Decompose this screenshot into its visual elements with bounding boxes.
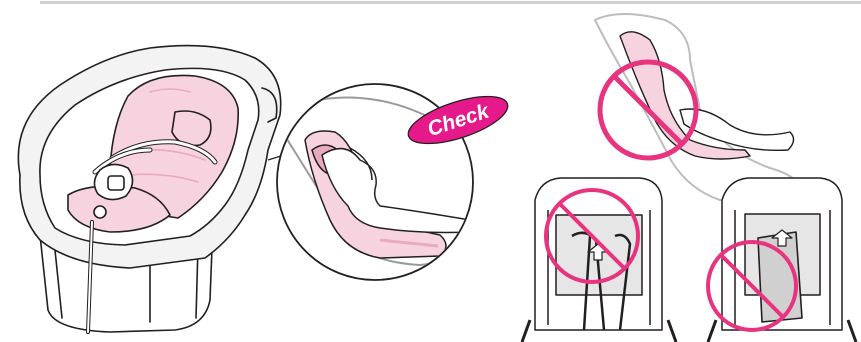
car-seat-illustration xyxy=(18,46,280,332)
prohibited-rear-view-left xyxy=(522,178,676,342)
prohibited-rear-view-right xyxy=(708,178,856,342)
